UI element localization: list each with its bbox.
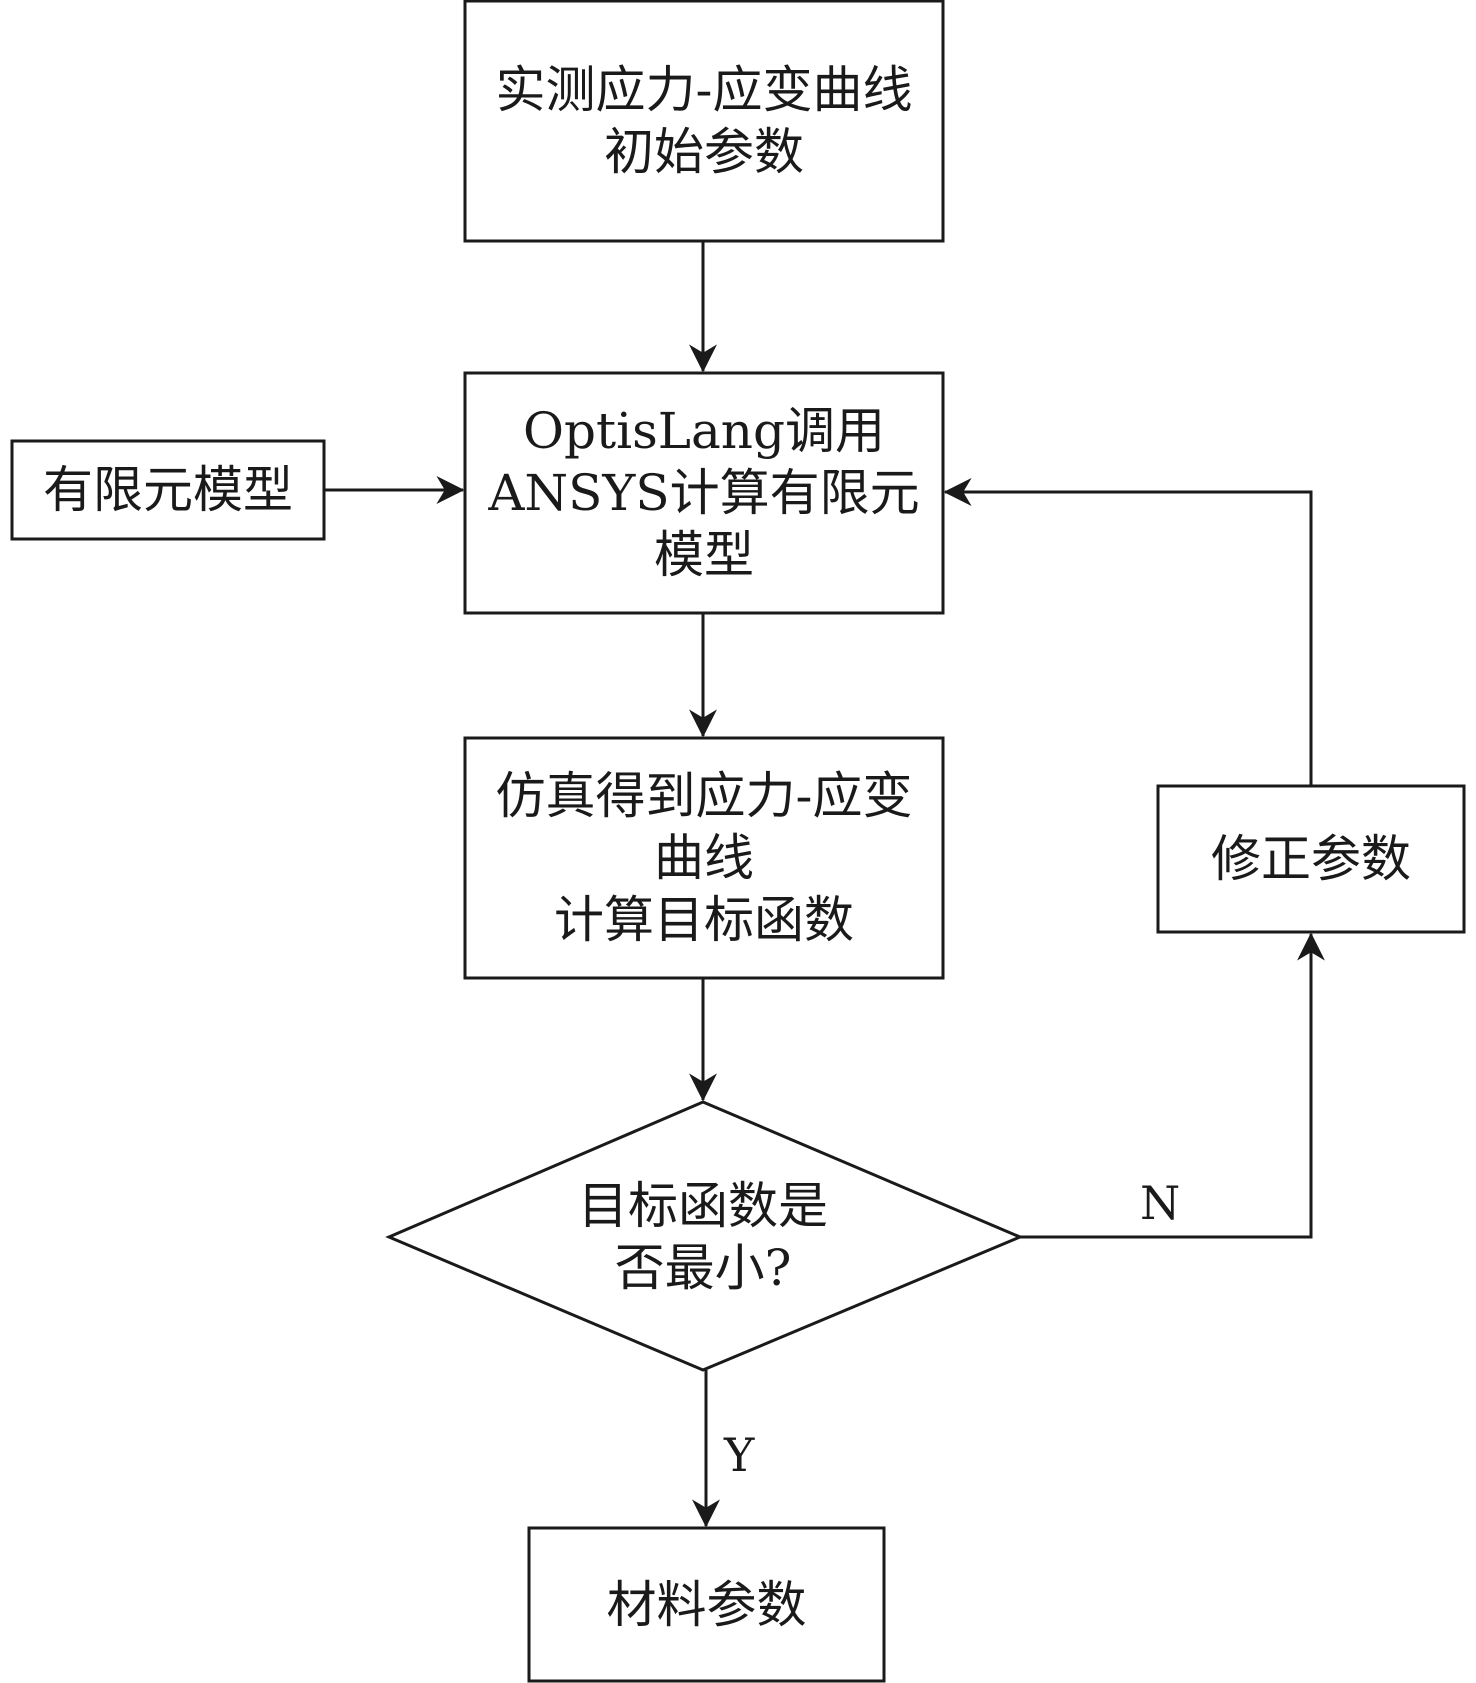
start-label: 实测应力-应变曲线 初始参数 — [465, 1, 943, 241]
simulate-label: 仿真得到应力-应变 曲线 计算目标函数 — [465, 738, 943, 978]
edge-label-yes: Y — [724, 1428, 755, 1482]
fem-model-label: 有限元模型 — [12, 441, 324, 539]
simulate-label-line-3: 计算目标函数 — [554, 891, 854, 949]
start-label-line-2: 初始参数 — [604, 123, 804, 181]
simulate-label-line-2: 曲线 — [654, 829, 754, 887]
compute-label-line-3: 模型 — [654, 526, 754, 584]
result-label-line-1: 材料参数 — [606, 1575, 807, 1634]
correct-label-line-1: 修正参数 — [1211, 830, 1411, 888]
compute-label-line-1: OptisLang调用 — [523, 402, 885, 460]
result-box — [527, 1526, 886, 1683]
compute-label: OptisLang调用 ANSYS计算有限元 模型 — [465, 373, 943, 613]
simulate-label-line-1: 仿真得到应力-应变 — [495, 767, 913, 825]
decision-diamond — [385, 1100, 1024, 1372]
arrow-decision-to-correct — [1020, 932, 1325, 1239]
decision-label: 目标函数是 否最小? — [503, 1172, 903, 1302]
decision-label-line-1: 目标函数是 — [578, 1177, 828, 1235]
fem-model-label-line-1: 有限元模型 — [43, 461, 293, 519]
correct-label: 修正参数 — [1158, 786, 1464, 932]
compute-label-line-2: ANSYS计算有限元 — [488, 464, 920, 522]
arrow-correct-to-compute — [943, 478, 1313, 786]
decision-label-line-2: 否最小? — [614, 1239, 792, 1297]
start-label-line-1: 实测应力-应变曲线 — [495, 61, 913, 119]
result-label: 材料参数 — [529, 1528, 884, 1681]
edge-label-no: N — [1140, 1176, 1181, 1230]
